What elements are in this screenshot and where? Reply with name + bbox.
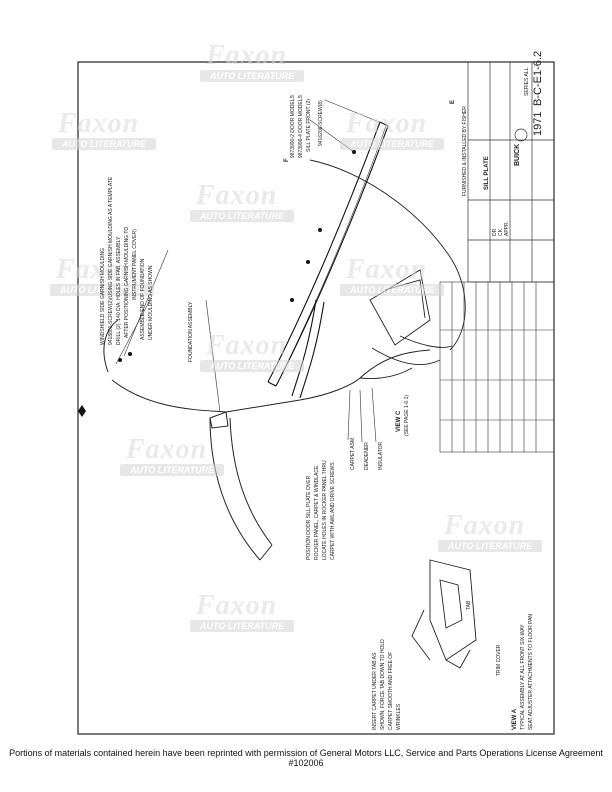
furnished-label: FURNISHED & INSTALLED BY FISHER [462, 106, 468, 196]
insert-line4: WRINKLES [396, 703, 402, 730]
insert-line1: INSERT CARPET UNDER TAB AS [372, 652, 378, 730]
screws [118, 150, 356, 362]
trim-cover-label: TRIM COVER [496, 644, 502, 676]
title-block-year: 1971 [532, 111, 544, 136]
screw-note-line4: INSTRUMENT PANEL COVER) [132, 229, 138, 300]
screw-note-line2: DRILL (2) .140 DIA. HOLES IN FAB. ASSEMB… [116, 236, 122, 345]
sill-plate-4door-label: 9873996-4 DOOR MODELS [298, 95, 304, 158]
floor-pan [309, 159, 466, 379]
typical-line1: TYPICAL ASSEMBLY AT ALL FRONT SIX-WAY [520, 624, 526, 730]
screw-note-line3: AFTER POSITIONING GARNISH MOULDING TO [124, 226, 130, 338]
screw-note-line1: 9418801-SCREW(2)(USING SIDE GARNISH MOUL… [108, 176, 114, 345]
badge-f: F [284, 158, 290, 162]
assemble-line1: ASSEMBLE END OF FOUNDATION [140, 258, 146, 340]
position-line2: ROCKER PANEL, CARPET & WINDLACE. [314, 464, 320, 560]
typical-line2: SEAT ADJUSTER ATTACHMENTS TO FLOOR PAN [528, 613, 534, 730]
title-block-page: 1-6.2 [532, 50, 544, 76]
insert-line2: SHOWN, FORCE TAB DOWN TO HOLD [380, 639, 386, 730]
badge-e: E [450, 99, 456, 104]
title-block-series: SERIES ALL [524, 67, 530, 96]
revision-table [439, 281, 555, 453]
license-footer: Portions of materials contained herein h… [9, 748, 603, 768]
foundation-label: FOUNDATION ASSEMBLY [188, 301, 194, 362]
sill-plate-front-label: SILL PLATE FRONT (2) [306, 99, 312, 152]
title-block-make: BUICK [514, 143, 521, 166]
insulator-label: INSULATOR [378, 441, 384, 470]
title-block-sheet: B-C-E [532, 76, 544, 106]
position-line4: CARPET WITH AWL AND DRIVE SCREWS. [330, 461, 336, 560]
assemble-line2: UNDER MOULDING AS SHOWN [148, 265, 154, 340]
sill-plate-2door-label: 9873990-2 DOOR MODELS [290, 95, 296, 158]
position-line1: POSITION DOOR SILL PLATE OVER [306, 475, 312, 560]
view-a-label: VIEW A [512, 708, 518, 730]
see-page-label: (SEE PAGE 1-6.1) [404, 394, 410, 436]
deadener-label: DEADENER [364, 442, 370, 470]
screw-8-label: 9416206-SCREW(8) [318, 100, 324, 146]
windshield-moulding-label: WINDSHIELD SIDE GARNISH MOULDING [100, 248, 106, 345]
view-c-label: VIEW C [396, 410, 402, 432]
title-block-approved: APPR. [504, 220, 510, 236]
tab-label: TAB [466, 600, 472, 610]
insert-line3: CARPET SMOOTH AND FREE OF [388, 651, 394, 730]
carpet-asm-label: CARPET ASM [350, 437, 356, 470]
drawing-border [77, 61, 555, 735]
view-a-detail [411, 559, 477, 669]
center-mark [78, 405, 86, 417]
title-block-title: SILL PLATE [484, 156, 490, 190]
position-line3: LOCATE HOLES IN ROCKER PANEL THRU [322, 460, 328, 560]
